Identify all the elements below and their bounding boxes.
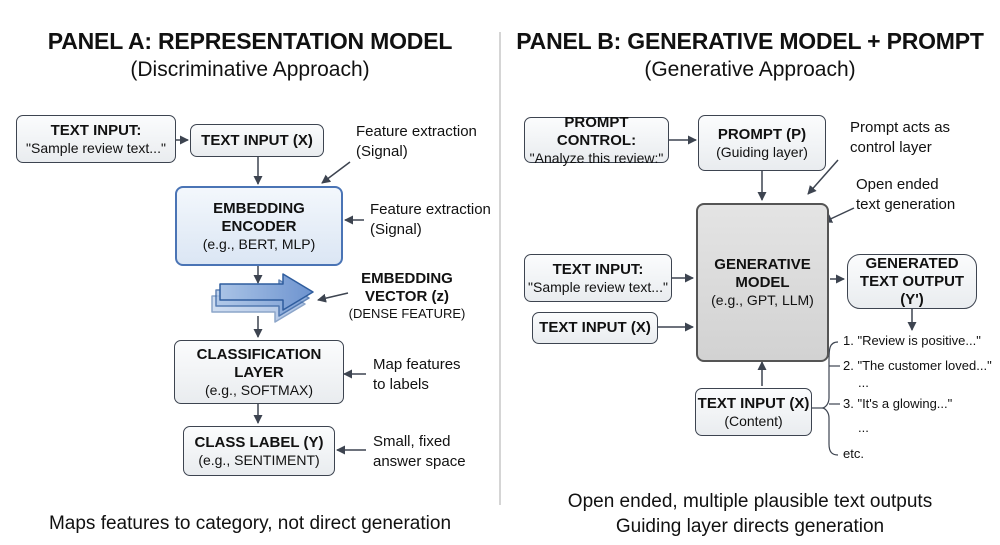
output-item-1: 1. "Review is positive..."	[843, 333, 981, 348]
panel-b-footer: Open ended, multiple plausible text outp…	[567, 491, 933, 537]
embedding-vector-label: EMBEDDING VECTOR (z) (DENSE FEATURE)	[348, 270, 466, 321]
a-text-input-x-box: TEXT INPUT (X)	[190, 124, 324, 157]
output-ellipsis-2: ...	[858, 420, 869, 435]
embedding-vector-icon	[211, 273, 314, 323]
text-input-content-box: TEXT INPUT (X) (Content)	[695, 388, 812, 436]
note-open-ended: Open ended text generation	[856, 176, 956, 213]
note-feature-extraction-2: Feature extraction (Signal)	[370, 201, 491, 238]
prompt-box: PROMPT (P) (Guiding layer)	[698, 115, 826, 171]
class-label-box: CLASS LABEL (Y) (e.g., SENTIMENT)	[183, 426, 335, 476]
panel-a-footer: Maps features to category, not direct ge…	[48, 513, 452, 534]
prompt-control-box: PROMPT CONTROL: "Analyze this review:"	[524, 114, 669, 166]
output-item-2: 2. "The customer loved..."	[843, 358, 992, 373]
note-arrow-feature-1	[321, 161, 351, 184]
output-fanout-brace	[812, 341, 840, 456]
panel-a-title: PANEL A: REPRESENTATION MODEL	[47, 28, 453, 54]
note-feature-extraction-1: Feature extraction (Signal)	[356, 123, 477, 160]
panel-b-title: PANEL B: GENERATIVE MODEL + PROMPT	[516, 28, 984, 54]
classification-layer-box: CLASSIFICATION LAYER (e.g., SOFTMAX)	[174, 340, 344, 404]
note-arrow-vector	[317, 292, 349, 303]
output-item-3: 3. "It's a glowing..."	[843, 396, 953, 411]
note-small-answer-space: Small, fixed answer space	[373, 433, 466, 470]
b-text-input-x-box: TEXT INPUT (X)	[532, 312, 658, 344]
panel-a-subtitle: (Discriminative Approach)	[130, 58, 370, 81]
note-arrow-control	[807, 159, 839, 195]
b-text-input-example-box: TEXT INPUT: "Sample review text..."	[524, 254, 672, 302]
output-ellipsis-1: ...	[858, 375, 869, 390]
note-map-features: Map features to labels	[373, 356, 461, 393]
note-prompt-control: Prompt acts as control layer	[850, 119, 951, 156]
note-arrow-open	[823, 207, 855, 223]
panel-b-subtitle: (Generative Approach)	[644, 58, 856, 81]
embedding-encoder-box: EMBEDDING ENCODER (e.g., BERT, MLP)	[175, 186, 343, 266]
output-etc: etc.	[843, 446, 864, 461]
generated-output-box: GENERATED TEXT OUTPUT (Y')	[847, 254, 977, 309]
a-text-input-example-box: TEXT INPUT: "Sample review text..."	[16, 115, 176, 163]
generative-model-box: GENERATIVE MODEL (e.g., GPT, LLM)	[696, 203, 829, 362]
